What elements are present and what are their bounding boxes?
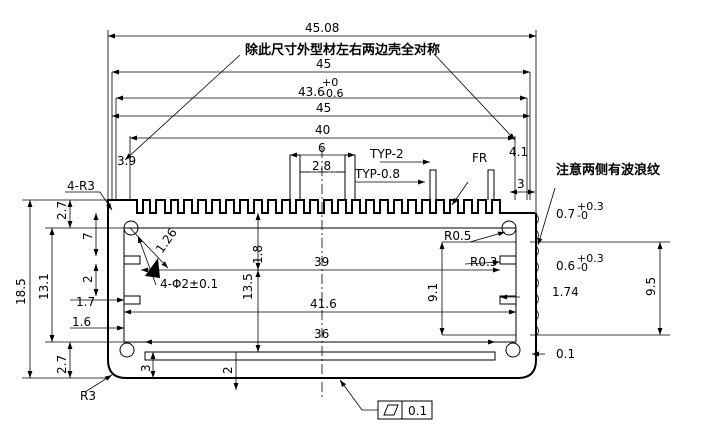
label-4508: 45.08 [305, 21, 339, 35]
label-typ2: TYP-2 [369, 147, 404, 161]
label-7: 7 [81, 232, 95, 240]
label-flatness: 0.1 [408, 404, 427, 418]
leader-hole [137, 235, 157, 286]
wave-note: 注意两侧有波浪纹 [556, 162, 661, 178]
label-2-left: 2 [81, 275, 95, 283]
label-01: 0.1 [556, 347, 575, 361]
leader-lines [65, 54, 556, 411]
label-436-lower: -0.6 [322, 87, 343, 100]
label-45-upper: 45 [316, 57, 331, 71]
flatness-box [377, 400, 433, 420]
label-45-lower: 45 [316, 101, 331, 115]
label-3-right: 3 [517, 177, 525, 191]
label-07-base: 0.7 [556, 207, 575, 221]
extension-lines-top [107, 30, 537, 213]
label-typ08: TYP-0.8 [354, 167, 400, 181]
label-07-lower: -0 [577, 209, 588, 222]
label-91: 9.1 [426, 283, 440, 302]
leader-note-left [124, 54, 241, 161]
label-3-bottom: 3 [139, 364, 153, 372]
label-36: 36 [314, 327, 329, 341]
label-07-upper: +0.3 [577, 200, 604, 213]
bottom-ledge [144, 351, 496, 361]
label-17: 1.7 [76, 295, 95, 309]
label-185: 18.5 [14, 278, 28, 305]
label-39-inner: 39 [314, 255, 329, 269]
label-fr: FR [472, 151, 487, 165]
notes: 除此尺寸外型材左右两边壳全对称 注意两侧有波浪纹 [245, 42, 661, 178]
vertical-dimensions [22, 199, 670, 390]
label-436-base: 43.6 [298, 85, 325, 99]
label-06-upper: +0.3 [577, 252, 604, 265]
label-41-edge: 4.1 [509, 145, 528, 159]
label-95: 9.5 [644, 277, 658, 296]
screw-boss-bottom-right [505, 342, 521, 358]
symmetric-note: 除此尺寸外型材左右两边壳全对称 [245, 42, 440, 58]
extension-lines-side [22, 199, 670, 379]
label-06-lower: -0 [577, 261, 588, 274]
center-lines [300, 148, 345, 400]
label-r3: R3 [80, 389, 96, 403]
label-27-bottom: 2.7 [55, 355, 69, 374]
label-18: 1.8 [251, 245, 265, 264]
label-39-edge: 3.9 [117, 154, 136, 168]
wave-right [535, 214, 539, 336]
label-hole: 4-Φ2±0.1 [160, 277, 218, 291]
leader-126 [129, 227, 169, 269]
label-06-base: 0.6 [556, 259, 575, 273]
label-40: 40 [315, 123, 330, 137]
label-6: 6 [318, 141, 326, 155]
left-rails [123, 228, 141, 342]
screw-boss-top-right [501, 220, 517, 236]
label-r03: R0.3 [470, 255, 497, 269]
label-135: 13.5 [241, 273, 255, 300]
label-131: 13.1 [37, 273, 51, 300]
screw-boss-bottom-left [119, 342, 135, 358]
label-436-upper: +0 [322, 76, 338, 89]
horizontal-dimensions [70, 30, 545, 357]
leader-4r3 [65, 191, 113, 211]
label-416: 41.6 [310, 297, 337, 311]
leader-r05 [469, 231, 506, 243]
label-126: 1.26 [153, 226, 180, 256]
label-28: 2.8 [312, 159, 331, 173]
dimension-texts: 45.08 45 43.6 +0 -0.6 45 40 6 2.8 TYP-2 … [14, 21, 658, 418]
leader-note-right [434, 54, 516, 141]
leader-flatness [339, 379, 378, 411]
flatness-icon [383, 404, 399, 416]
label-2-bottom: 2 [221, 366, 235, 374]
label-16: 1.6 [72, 315, 91, 329]
flatness-frame [377, 400, 433, 420]
leader-wave [537, 187, 556, 246]
leader-r03 [464, 259, 501, 265]
leader-fr [451, 181, 469, 206]
heatsink-fins [107, 199, 535, 214]
label-174: 1.74 [552, 285, 579, 299]
label-4r3: 4-R3 [67, 179, 95, 193]
label-r05: R0.5 [444, 229, 471, 243]
label-27-top: 2.7 [55, 201, 69, 220]
right-rails [499, 228, 517, 342]
leader-r3 [84, 374, 113, 393]
datum-triangle-icon [145, 258, 160, 278]
